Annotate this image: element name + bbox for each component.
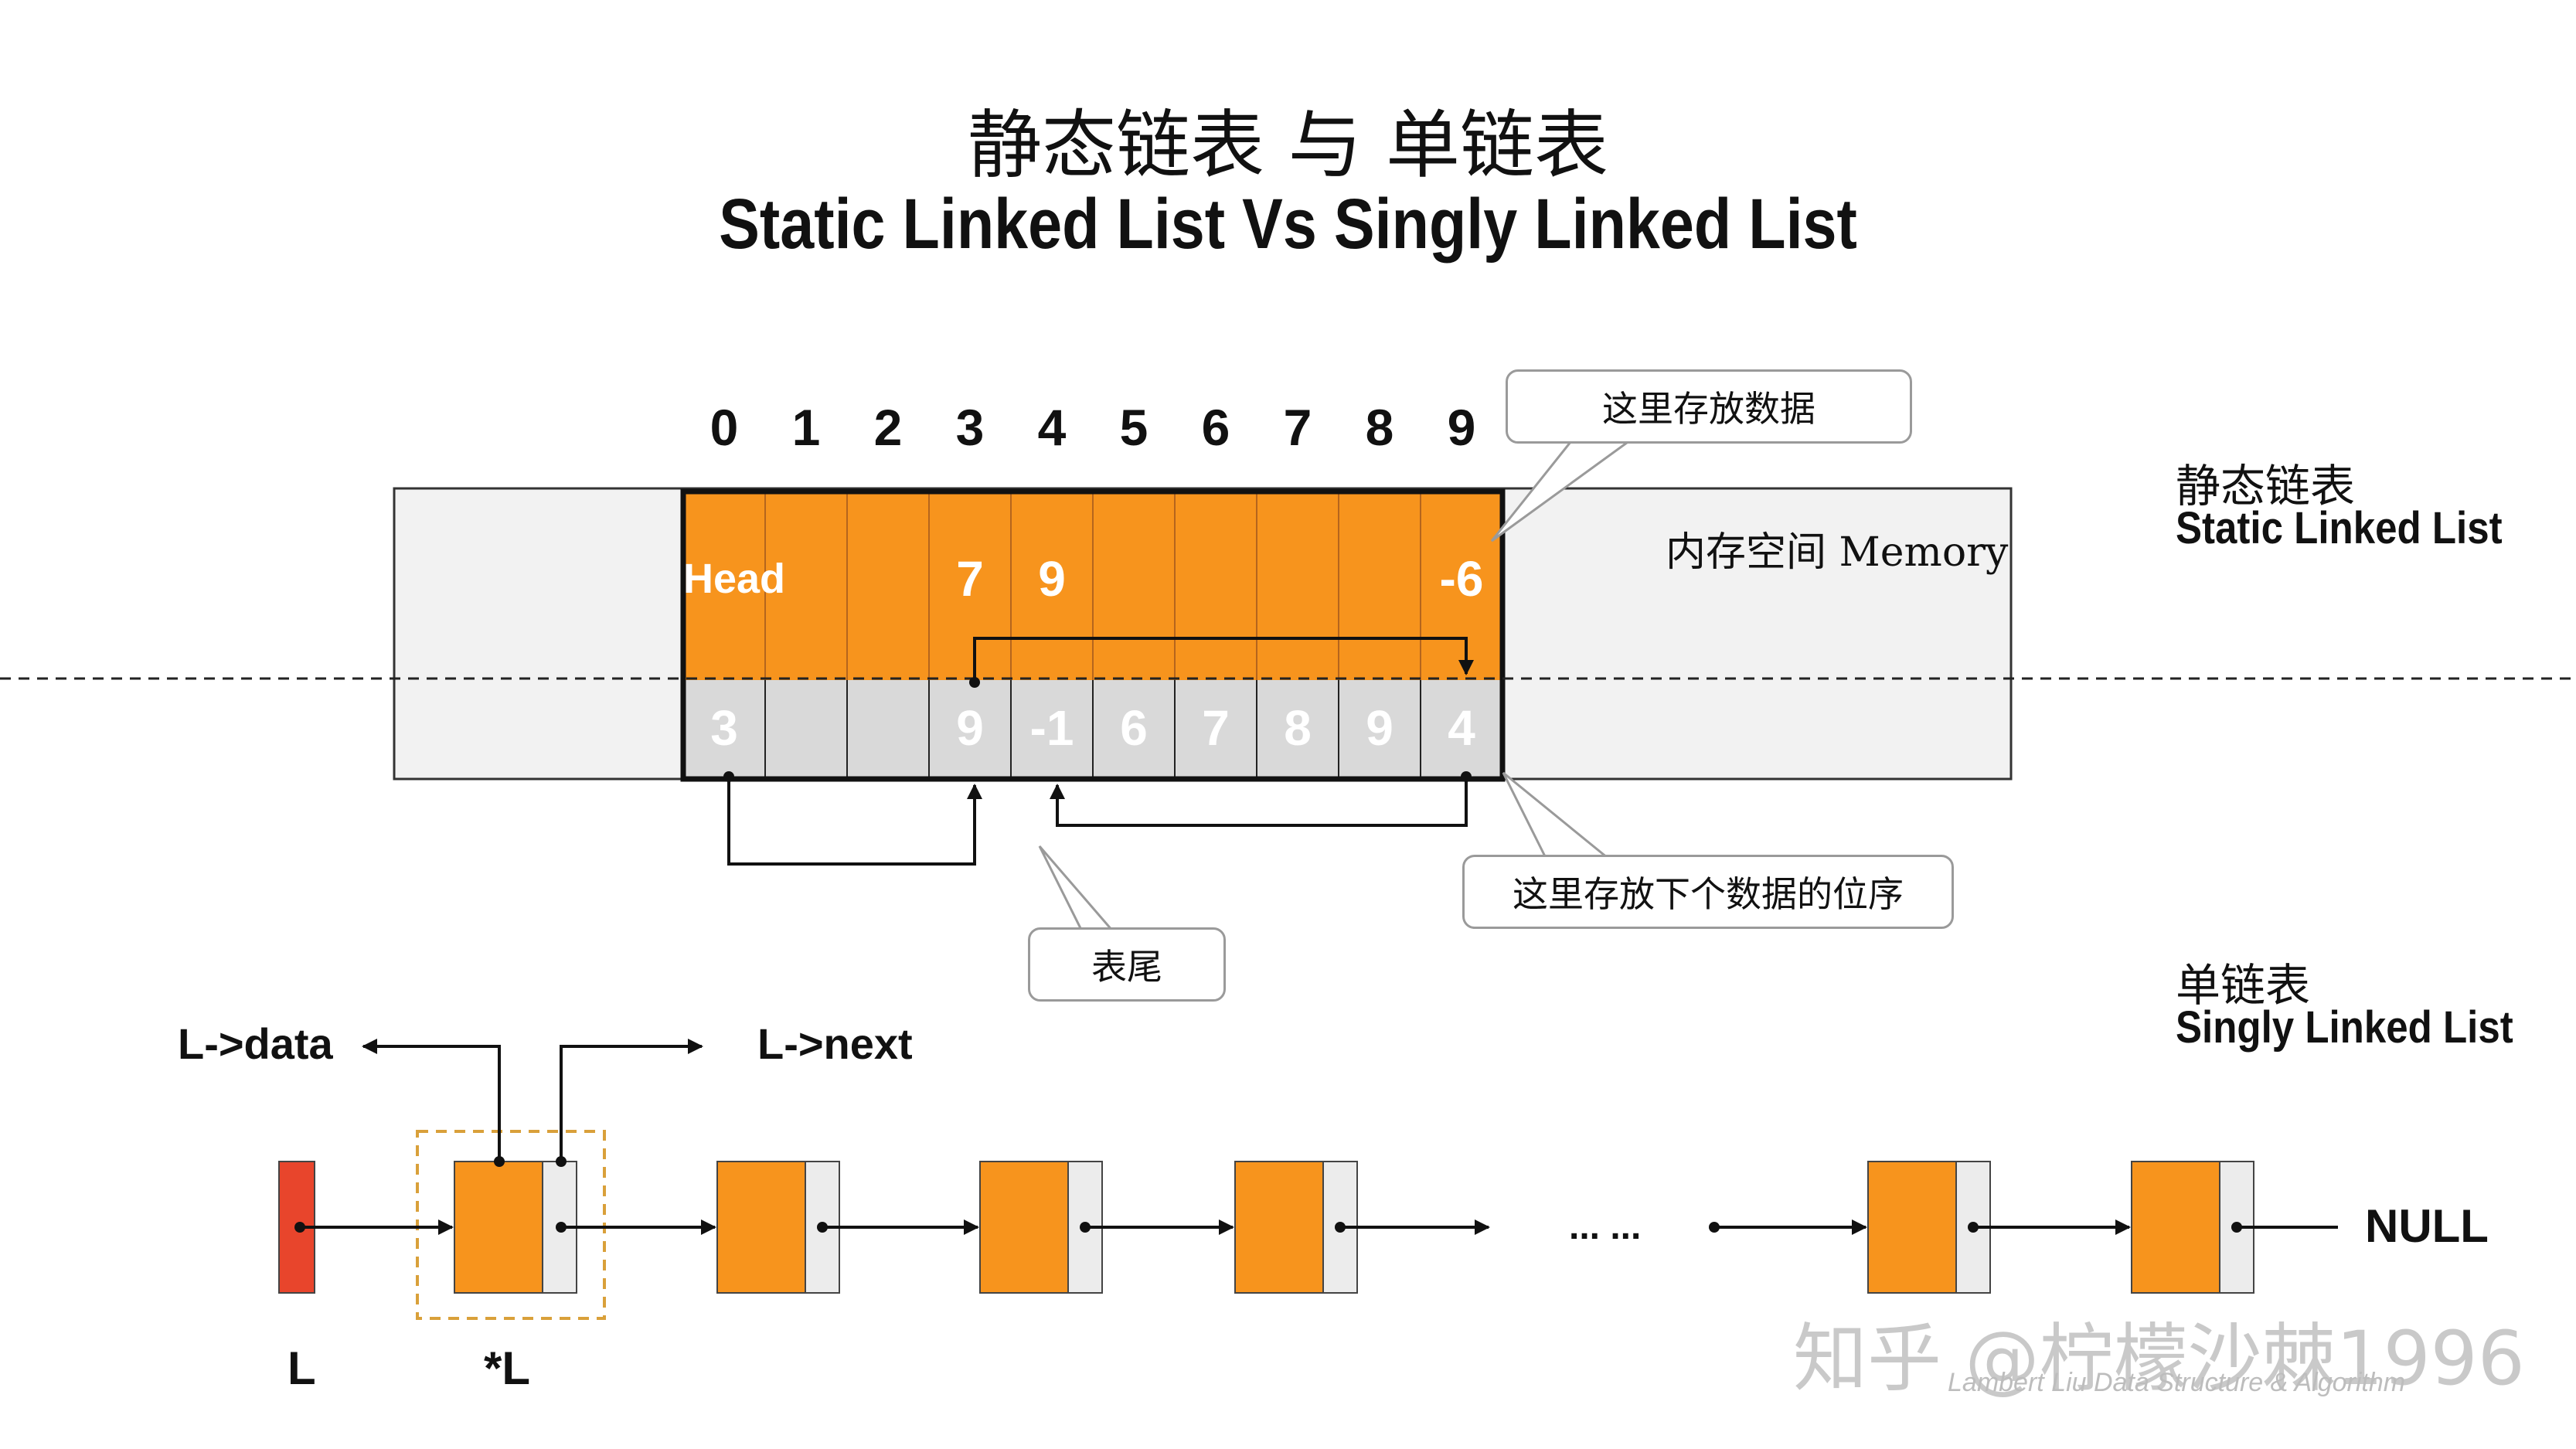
callout-next-index: 这里存放下个数据的位序 [1462, 855, 1954, 929]
array-cells [680, 488, 1506, 782]
selected-node-outline [416, 1130, 606, 1320]
next-cell: -1 [1029, 700, 1074, 756]
label-l-data: L->data [178, 1019, 333, 1068]
data-cell: Head [683, 556, 786, 602]
static-pointers [727, 637, 1474, 866]
next-cell: 4 [1448, 700, 1475, 756]
data-cell: 9 [1038, 551, 1066, 607]
next-cell: 6 [1120, 700, 1148, 756]
next-cell: 7 [1202, 700, 1230, 756]
next-cell: 3 [710, 700, 738, 756]
side-label-singly-en: Singly Linked List [2176, 1002, 2513, 1053]
next-cell: 9 [1366, 700, 1393, 756]
credit: Lambert Liu Data Structure & Algorithm [1948, 1368, 2406, 1397]
side-label-singly-cn: 单链表 [2176, 959, 2311, 1012]
index-label: 1 [791, 399, 821, 456]
title-chinese: 静态链表 与 单链表 [967, 102, 1609, 189]
side-label-static-en: Static Linked List [2176, 503, 2503, 553]
index-label: 9 [1447, 399, 1476, 456]
index-label: 2 [873, 399, 903, 456]
index-label: 3 [955, 399, 985, 456]
label-l: L [288, 1342, 316, 1394]
index-label: 8 [1365, 399, 1394, 456]
index-label: 5 [1119, 399, 1148, 456]
data-cell: 7 [956, 551, 984, 607]
memory-label: 内存空间 Memory [1666, 529, 2009, 576]
data-cell: -6 [1439, 551, 1484, 607]
index-label: 0 [710, 399, 739, 456]
null-label: NULL [2365, 1200, 2489, 1252]
callout-data: 这里存放数据 [1506, 369, 1912, 444]
ellipsis: ... ... [1569, 1206, 1642, 1247]
callout-tail: 表尾 [1028, 927, 1226, 1002]
index-label: 4 [1037, 399, 1067, 456]
index-label: 7 [1283, 399, 1312, 456]
next-cell: 9 [956, 700, 984, 756]
label-star-l: *L [484, 1342, 530, 1394]
title-english: Static Linked List Vs Singly Linked List [719, 185, 1857, 264]
side-label-static-cn: 静态链表 [2176, 460, 2356, 512]
index-label: 6 [1201, 399, 1230, 456]
next-cell: 8 [1284, 700, 1312, 756]
watermark: 知乎 @柠檬沙棘1996 [1793, 1315, 2525, 1402]
singly-list-graphics [278, 1039, 2338, 1320]
label-l-next: L->next [757, 1019, 913, 1068]
